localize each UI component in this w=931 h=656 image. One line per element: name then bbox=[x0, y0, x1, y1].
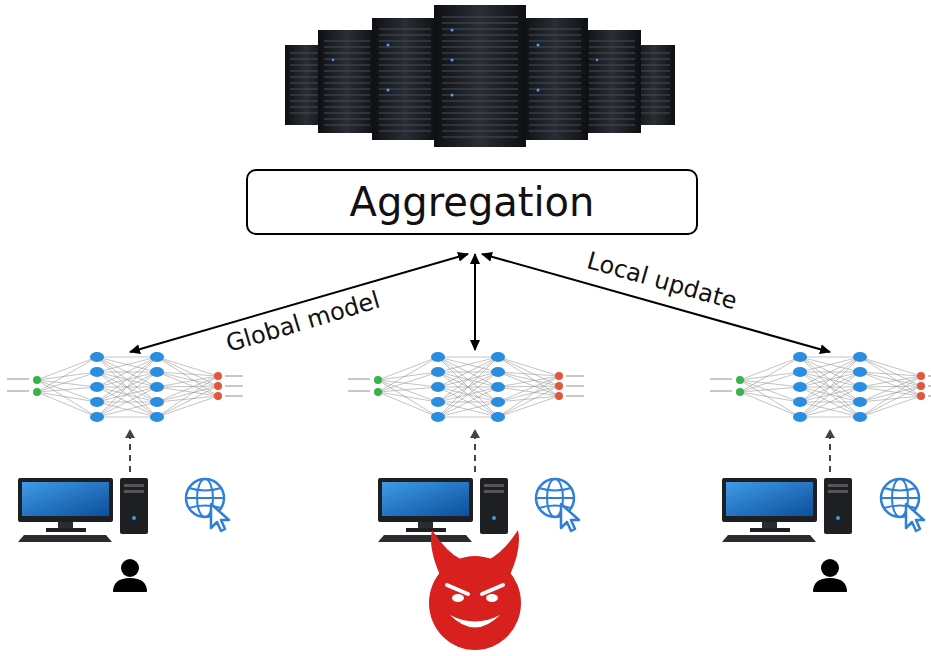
aggregation-box: Aggregation bbox=[246, 169, 698, 235]
computer-icon bbox=[18, 478, 148, 542]
neural-network bbox=[710, 352, 931, 422]
user-icon bbox=[813, 559, 847, 592]
malicious-client-icon bbox=[429, 530, 521, 650]
neural-network bbox=[7, 352, 243, 422]
web-icon bbox=[536, 479, 579, 531]
computer-icon bbox=[378, 478, 508, 542]
neural-network bbox=[348, 352, 584, 422]
computer-icon bbox=[722, 478, 852, 542]
dashed-arrows bbox=[130, 430, 830, 472]
web-icon bbox=[186, 479, 229, 531]
server-racks bbox=[285, 5, 675, 147]
left-arrow bbox=[130, 254, 468, 352]
user-icon bbox=[113, 559, 147, 592]
center-arrow bbox=[474, 254, 476, 350]
arrow-label: Global model bbox=[223, 287, 383, 357]
node-label: Aggregation bbox=[350, 182, 595, 222]
web-icon bbox=[881, 479, 924, 531]
